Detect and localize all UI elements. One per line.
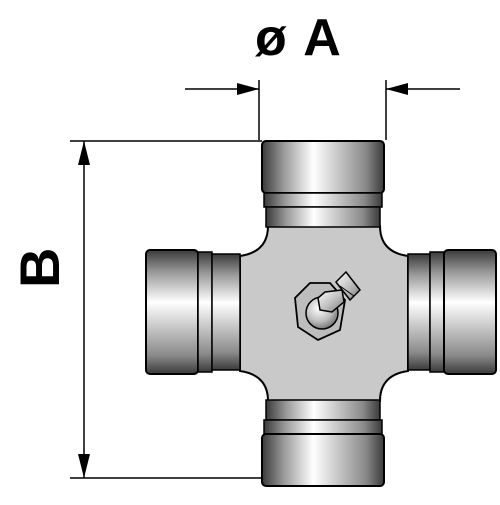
- dimension-a: [185, 80, 460, 140]
- bearing-cap-left: [145, 249, 241, 375]
- dimension-b-label: B: [8, 247, 71, 288]
- bearing-cap-top: [261, 140, 385, 228]
- dimension-a-label: ø A: [255, 9, 343, 67]
- bearing-cap-bottom: [261, 399, 385, 487]
- arrow-down-icon: [78, 454, 90, 478]
- arrow-right-icon: [237, 83, 259, 95]
- bearing-cap-right: [407, 249, 497, 375]
- arrow-up-icon: [78, 141, 90, 165]
- arrow-left-icon: [386, 83, 408, 95]
- grease-nipple-icon: [294, 270, 361, 342]
- dimension-b: [70, 140, 262, 479]
